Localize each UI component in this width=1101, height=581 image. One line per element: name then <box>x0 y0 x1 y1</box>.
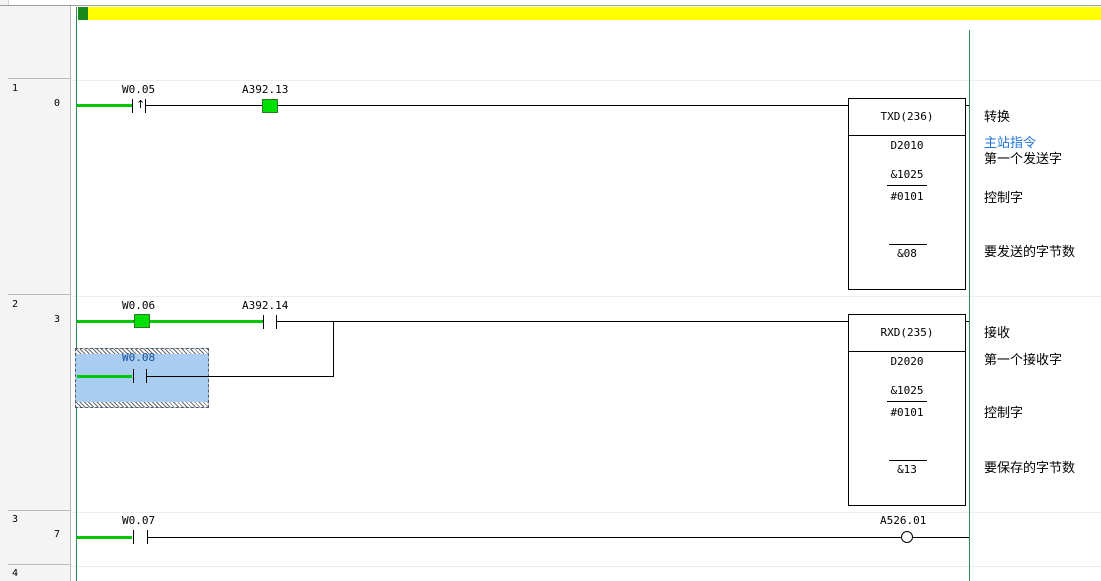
instruction-comment: 接收 <box>984 326 1011 341</box>
rung-separator <box>8 510 71 511</box>
contact-operand: W0.07 <box>122 514 156 527</box>
instruction-operand: #0101 <box>890 406 924 419</box>
instruction-operand: D2010 <box>890 139 924 152</box>
rung-separator <box>8 294 71 295</box>
operand-comment: 要保存的字节数 <box>984 461 1076 476</box>
rung-number: 2 <box>12 299 19 310</box>
power-flow <box>77 320 264 323</box>
power-flow <box>77 375 132 378</box>
instruction-block-rxd[interactable]: RXD(235) D2020 &1025 #0101 &13 <box>848 314 966 506</box>
instruction-operand: &1025 <box>890 384 924 397</box>
rung-number: 1 <box>12 83 19 94</box>
operand-comment: 控制字 <box>984 406 1024 421</box>
comment-note[interactable]: 主站指令 <box>984 136 1037 151</box>
start-marker <box>78 7 88 20</box>
step-number: 0 <box>53 98 60 109</box>
right-power-rail <box>969 30 970 581</box>
output-coil[interactable] <box>901 531 913 543</box>
operand-comment: 第一个接收字 <box>984 353 1063 368</box>
rung-separator <box>8 78 71 79</box>
coil-operand: A526.01 <box>880 514 927 527</box>
instruction-operand: &08 <box>897 247 917 260</box>
branch-line <box>333 321 334 377</box>
step-number: 3 <box>53 314 60 325</box>
contact-energized[interactable] <box>134 314 150 328</box>
instruction-operand: &1025 <box>890 168 924 181</box>
step-number: 7 <box>53 529 60 540</box>
contact-operand: A392.13 <box>242 83 289 96</box>
selected-contact-cell[interactable] <box>75 348 209 408</box>
rising-edge-icon: ↑ <box>136 98 146 111</box>
program-header-bar <box>87 7 1101 20</box>
instruction-name: RXD(235) <box>880 326 934 339</box>
row-separator <box>71 566 1101 567</box>
rung-number: 4 <box>12 568 19 579</box>
contact-operand: W0.05 <box>122 83 156 96</box>
rung-separator <box>8 564 71 565</box>
instruction-operand: #0101 <box>890 190 924 203</box>
instruction-block-txd[interactable]: TXD(236) D2010 &1025 #0101 &08 <box>848 98 966 290</box>
contact-operand: W0.06 <box>122 299 156 312</box>
top-border <box>0 5 1101 6</box>
row-separator <box>71 296 1101 297</box>
instruction-operand: D2020 <box>890 355 924 368</box>
rung-number-column <box>8 6 71 581</box>
instruction-comment: 转换 <box>984 110 1011 125</box>
left-power-rail <box>76 7 77 581</box>
power-flow <box>77 104 132 107</box>
contact-energized[interactable] <box>262 99 278 113</box>
instruction-name: TXD(236) <box>880 110 934 123</box>
power-flow <box>77 536 132 539</box>
row-separator <box>71 512 1101 513</box>
contact-operand: W0.08 <box>122 351 156 364</box>
rung-number: 3 <box>12 514 19 525</box>
operand-comment: 控制字 <box>984 191 1024 206</box>
instruction-operand: &13 <box>897 463 917 476</box>
contact-operand: A392.14 <box>242 299 289 312</box>
operand-comment: 要发送的字节数 <box>984 245 1076 260</box>
operand-comment: 第一个发送字 <box>984 152 1063 167</box>
row-separator <box>71 80 1101 81</box>
